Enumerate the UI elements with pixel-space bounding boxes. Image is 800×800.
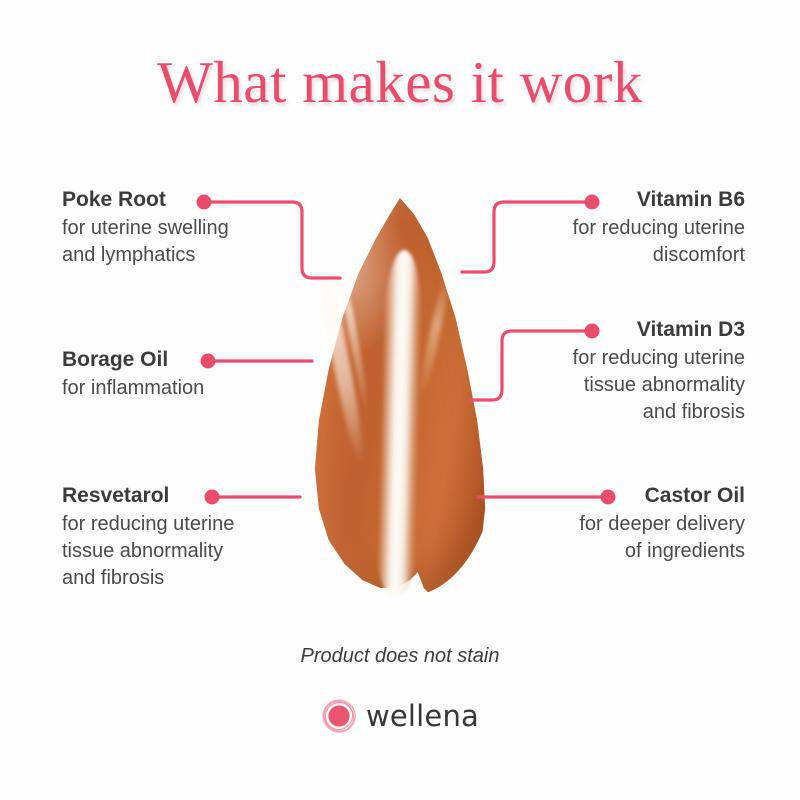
- ingredient-label-borage-oil: Borage Oil for inflammation: [62, 348, 292, 402]
- product-swatch-image: [293, 198, 508, 598]
- ingredient-name: Vitamin B6: [636, 188, 745, 211]
- product-note: Product does not stain: [300, 645, 500, 667]
- ingredient-name: Borage Oil: [62, 348, 169, 371]
- brand-logo: wellena: [0, 698, 800, 734]
- ingredient-name: Resvetarol: [62, 484, 170, 507]
- ingredient-label-castor-oil: Castor Oil for deeper delivery of ingred…: [495, 484, 745, 565]
- ingredient-label-resvetarol: Resvetarol for reducing uterine tissue a…: [62, 484, 292, 592]
- ingredient-description: for deeper delivery of ingredients: [579, 512, 745, 562]
- page-title: What makes it work: [157, 49, 643, 115]
- ingredient-label-poke-root: Poke Root for uterine swelling and lymph…: [62, 188, 292, 269]
- ingredient-description: for reducing uterine discomfort: [572, 216, 745, 266]
- ingredient-name: Castor Oil: [644, 484, 745, 507]
- ingredient-description: for uterine swelling and lymphatics: [62, 216, 229, 266]
- brand-name: wellena: [365, 699, 480, 733]
- ingredient-description: for inflammation: [62, 376, 205, 399]
- ingredient-description: for reducing uterine tissue abnormality …: [572, 346, 745, 424]
- ingredient-label-vitamin-b6: Vitamin B6 for reducing uterine discomfo…: [500, 188, 745, 269]
- ingredient-name: Vitamin D3: [636, 318, 745, 341]
- ingredient-label-vitamin-d3: Vitamin D3 for reducing uterine tissue a…: [492, 318, 745, 426]
- wellena-circle-icon: [321, 698, 357, 734]
- ingredient-description: for reducing uterine tissue abnormality …: [62, 512, 235, 590]
- ingredient-name: Poke Root: [62, 188, 166, 211]
